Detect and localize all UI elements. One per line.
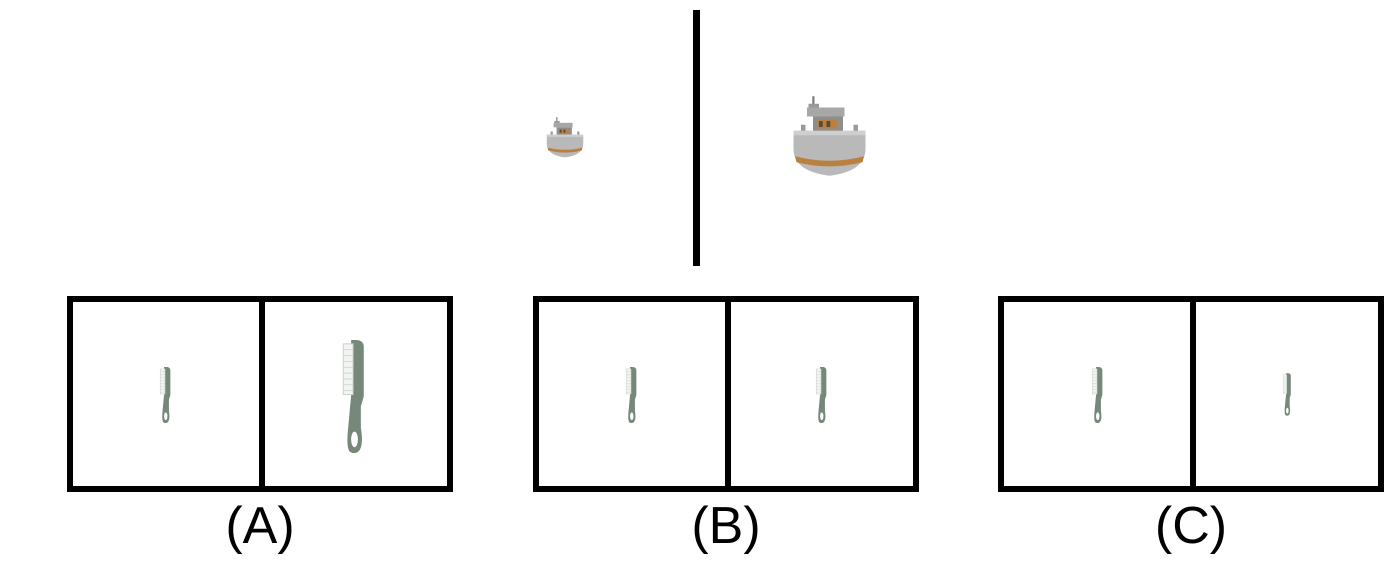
option-b-panel[interactable]: [533, 296, 919, 492]
option-a-panel[interactable]: [67, 296, 453, 492]
option-b-divider: [725, 302, 731, 486]
comb-icon: [1090, 366, 1106, 424]
option-a-left-cell: [73, 302, 259, 486]
boat-icon: [546, 117, 584, 159]
option-c-right-cell: [1196, 302, 1378, 486]
option-b-label: (B): [691, 497, 761, 555]
option-c-left-cell: [1004, 302, 1190, 486]
option-a-right-cell: [265, 302, 447, 486]
option-c-label: (C): [1154, 497, 1228, 555]
option-a-divider: [259, 302, 265, 486]
option-a-label: (A): [225, 497, 295, 555]
reference-divider: [693, 10, 700, 266]
boat-icon: [792, 96, 867, 179]
comb-icon: [814, 366, 830, 424]
option-b-left-cell: [539, 302, 725, 486]
comb-icon: [339, 338, 371, 455]
comb-icon: [1282, 372, 1293, 417]
comb-icon: [158, 366, 174, 424]
option-c-divider: [1190, 302, 1196, 486]
option-c-panel[interactable]: [998, 296, 1384, 492]
option-b-right-cell: [731, 302, 913, 486]
comb-icon: [624, 366, 640, 424]
